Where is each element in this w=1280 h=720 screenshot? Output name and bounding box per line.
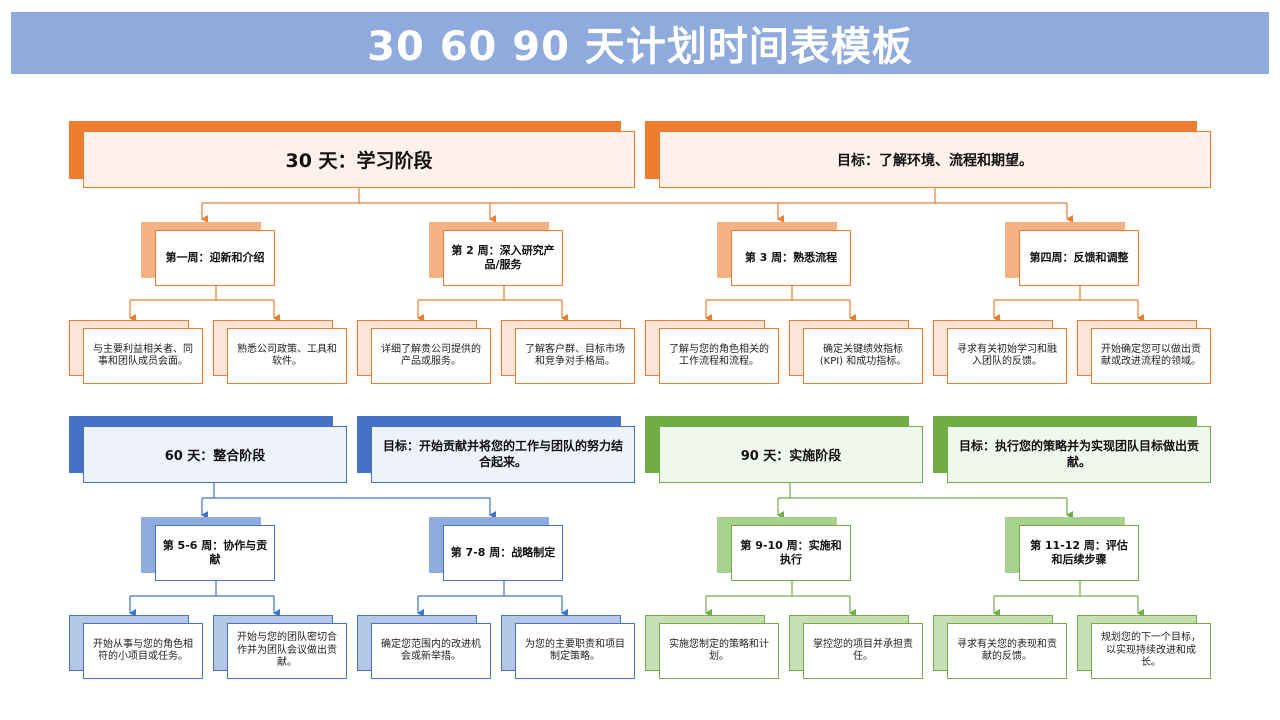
week-label: 第 9-10 周：实施和执行 <box>731 525 851 581</box>
week-label: 第一周：迎新和介绍 <box>155 230 275 286</box>
phase60-goal: 目标：开始贡献并将您的工作与团队的努力结合起来。 <box>371 426 635 483</box>
task-text: 寻求有关您的表现和贡献的反馈。 <box>947 623 1067 679</box>
task-text: 熟悉公司政策、工具和软件。 <box>227 328 347 384</box>
phase90-connectors <box>705 483 1144 617</box>
phase30-goal: 目标：了解环境、流程和期望。 <box>659 131 1211 188</box>
title-banner: 30 60 90 天计划时间表模板 <box>11 12 1269 74</box>
phase90-goal: 目标：执行您的策略并为实现团队目标做出贡献。 <box>947 426 1211 483</box>
task-text: 了解与您的角色相关的工作流程和流程。 <box>659 328 779 384</box>
week-label: 第 5-6 周：协作与贡献 <box>155 525 275 581</box>
task-text: 开始与您的团队密切合作并为团队会议做出贡献。 <box>227 623 347 679</box>
task-text: 掌控您的项目并承担责任。 <box>803 623 923 679</box>
task-text: 确定关键绩效指标 (KPI) 和成功指标。 <box>803 328 923 384</box>
page-title: 30 60 90 天计划时间表模板 <box>367 24 913 70</box>
week-label: 第四周：反馈和调整 <box>1019 230 1139 286</box>
phase30-header: 30 天：学习阶段 <box>83 131 635 188</box>
phase30-connectors <box>129 188 1144 322</box>
week-label: 第 7-8 周：战略制定 <box>443 525 563 581</box>
task-text: 确定您范围内的改进机会或新举措。 <box>371 623 491 679</box>
week-label: 第 11-12 周：评估和后续步骤 <box>1019 525 1139 581</box>
task-text: 为您的主要职责和项目制定策略。 <box>515 623 635 679</box>
task-text: 开始从事与您的角色相符的小项目或任务。 <box>83 623 203 679</box>
task-text: 规划您的下一个目标，以实现持续改进和成长。 <box>1091 623 1211 679</box>
task-text: 与主要利益相关者、同事和团队成员会面。 <box>83 328 203 384</box>
week-label: 第 2 周：深入研究产品/服务 <box>443 230 563 286</box>
task-text: 开始确定您可以做出贡献或改进流程的领域。 <box>1091 328 1211 384</box>
phase90-header: 90 天：实施阶段 <box>659 426 923 483</box>
week-label: 第 3 周：熟悉流程 <box>731 230 851 286</box>
phase60-connectors <box>129 483 568 617</box>
phase60-header: 60 天：整合阶段 <box>83 426 347 483</box>
task-text: 寻求有关初始学习和融入团队的反馈。 <box>947 328 1067 384</box>
task-text: 详细了解贵公司提供的产品或服务。 <box>371 328 491 384</box>
task-text: 实施您制定的策略和计划。 <box>659 623 779 679</box>
task-text: 了解客户群、目标市场和竞争对手格局。 <box>515 328 635 384</box>
